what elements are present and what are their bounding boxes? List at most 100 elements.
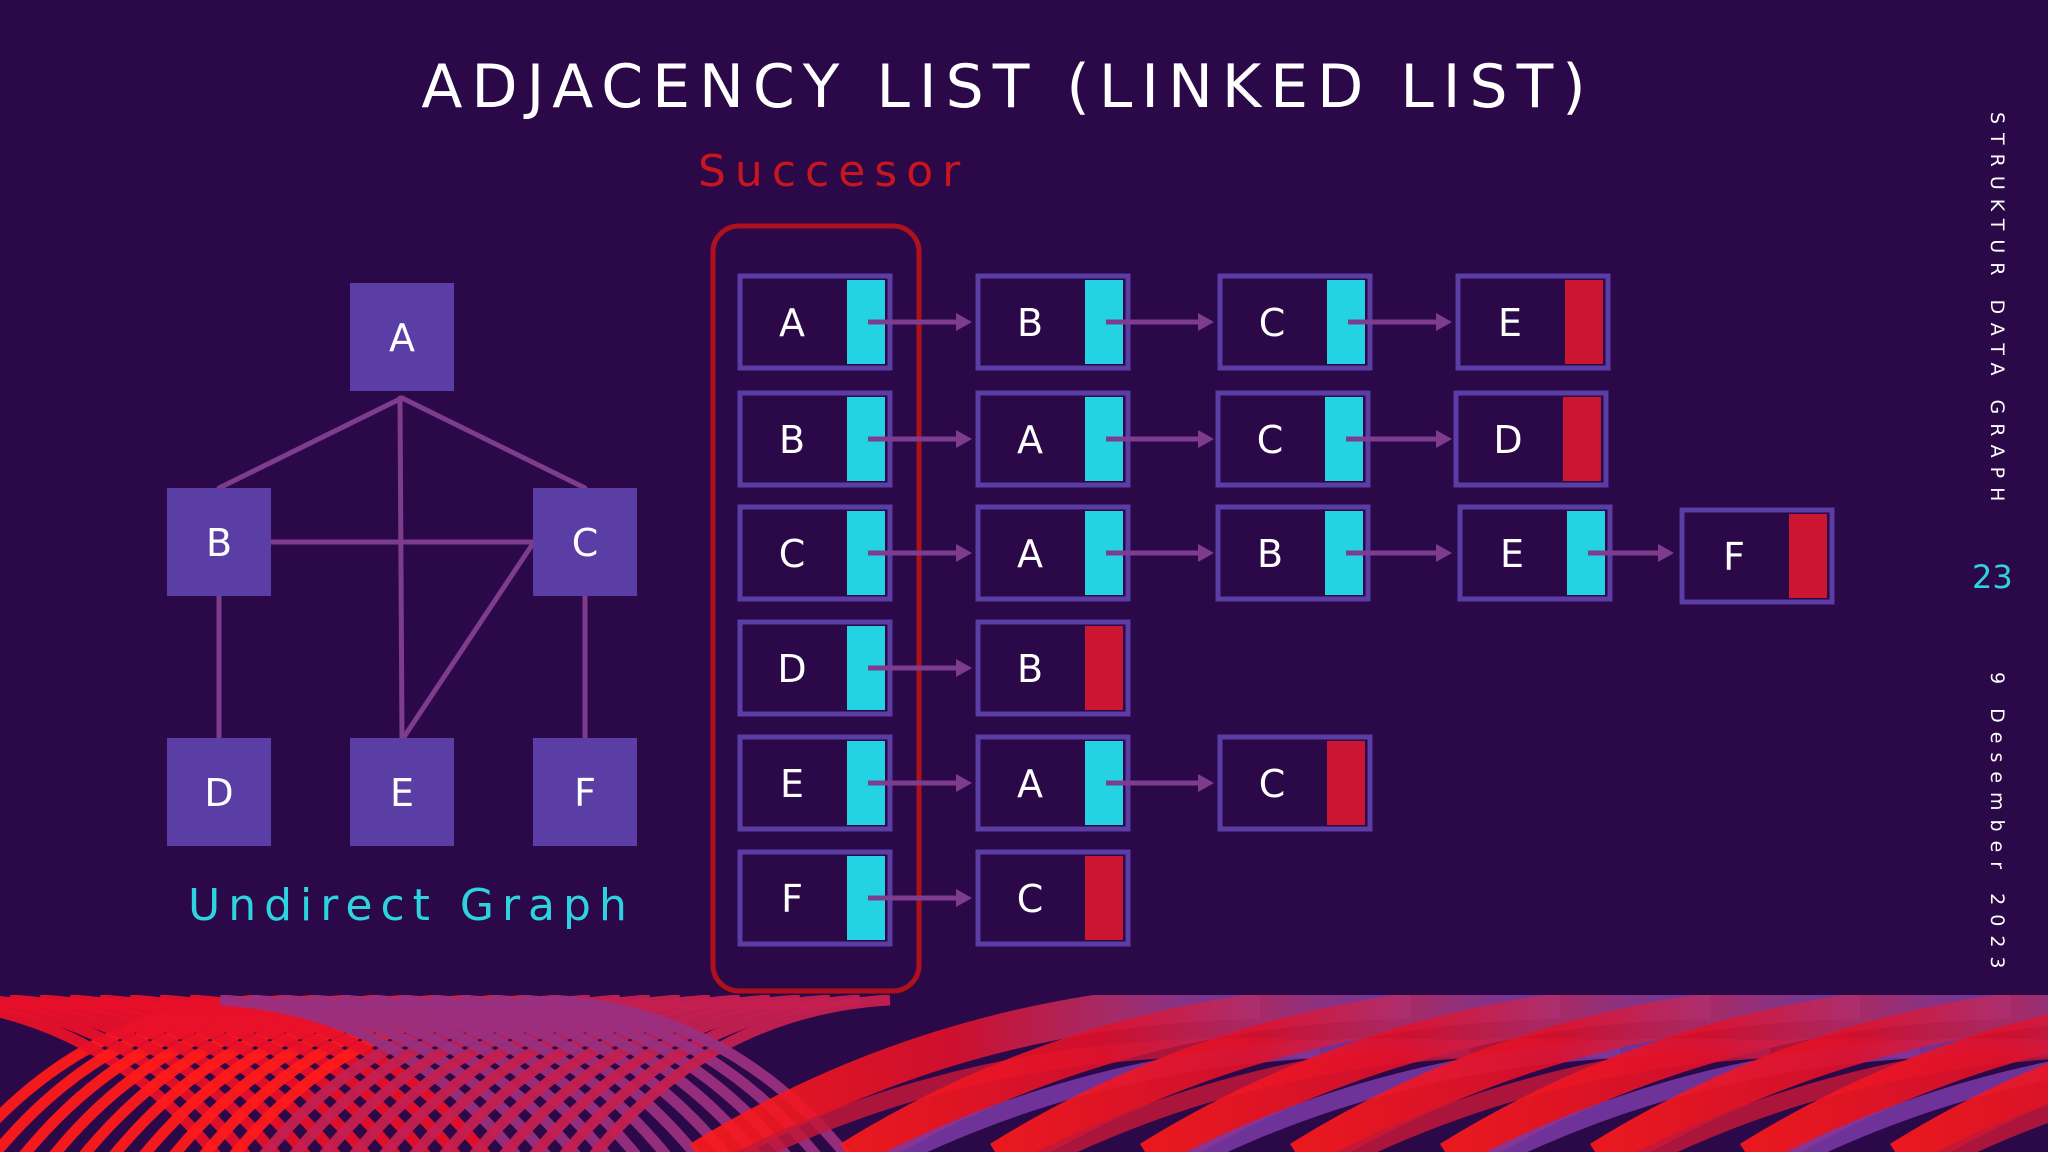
list-node-label: A	[1017, 532, 1043, 576]
list-node-label: B	[1257, 532, 1283, 576]
list-node-label: A	[1017, 418, 1043, 462]
list-arrow-head	[956, 659, 972, 677]
list-node-C-3: E	[1457, 504, 1674, 602]
ribbon-right-a-6	[1589, 995, 2048, 1152]
graph-edge-C-E	[399, 539, 537, 743]
list-node-label: B	[779, 418, 805, 462]
graph-node-B	[167, 488, 271, 596]
graph-label: Undirect Graph	[188, 880, 635, 931]
graph-node-C	[533, 488, 637, 596]
list-node-E-1: A	[975, 734, 1214, 832]
list-node-label: C	[1017, 877, 1044, 921]
list-arrow-head	[1436, 430, 1452, 448]
list-node-E-2: C	[1217, 734, 1373, 832]
list-arrow-head	[956, 430, 972, 448]
ribbon-right-a-5	[1439, 995, 2011, 1152]
list-pointer-cell	[1565, 280, 1603, 364]
list-node-C-4: F	[1679, 507, 1835, 605]
list-pointer-cell	[1085, 626, 1123, 710]
graph-edges	[216, 395, 588, 743]
ribbon-right-a-3	[1139, 995, 1711, 1152]
graph-node-label: C	[572, 521, 599, 565]
list-arrow-head	[956, 774, 972, 792]
list-arrow-head	[956, 544, 972, 562]
list-node-B-3: D	[1453, 390, 1609, 488]
list-node-label: E	[780, 762, 804, 806]
list-arrow-head	[1436, 544, 1452, 562]
list-node-label: F	[781, 877, 803, 921]
graph-node-D	[167, 738, 271, 846]
list-pointer-cell	[1563, 397, 1601, 481]
list-node-D-1: B	[975, 619, 1131, 717]
list-node-label: E	[1500, 532, 1524, 576]
list-node-label: B	[1017, 301, 1043, 345]
graph-node-E	[350, 738, 454, 846]
list-arrow-head	[1658, 544, 1674, 562]
graph-node-label: D	[204, 771, 233, 815]
list-node-B-0: B	[737, 390, 972, 488]
graph-node-label: F	[574, 771, 596, 815]
list-node-E-0: E	[737, 734, 972, 832]
ribbon-group	[0, 995, 2048, 1152]
graph-edge-A-C	[399, 395, 588, 491]
graph-node-A	[350, 283, 454, 391]
ribbon-right-a-7	[1739, 1014, 2048, 1152]
list-arrow-head	[1198, 544, 1214, 562]
list-node-C-1: A	[975, 504, 1214, 602]
list-node-label: A	[779, 301, 805, 345]
list-arrow-head	[956, 889, 972, 907]
list-node-label: C	[1259, 762, 1286, 806]
list-node-F-0: F	[737, 849, 972, 947]
list-node-A-3: E	[1455, 273, 1611, 371]
successor-label: Succesor	[698, 146, 970, 197]
list-node-F-1: C	[975, 849, 1131, 947]
ribbon-right-a-0	[689, 995, 1261, 1152]
ribbon-right-a-1	[839, 995, 1411, 1152]
graph-node-F	[533, 738, 637, 846]
ribbon-right-b-7	[1785, 1061, 2048, 1152]
side-title: STRUKTUR DATA GRAPH	[1986, 112, 2008, 511]
list-node-B-1: A	[975, 390, 1214, 488]
list-node-label: B	[1017, 647, 1043, 691]
ribbon-right-a-2	[989, 995, 1561, 1152]
list-arrow-head	[1198, 430, 1214, 448]
slide-title: ADJACENCY LIST (LINKED LIST)	[421, 52, 1595, 122]
list-node-label: C	[1257, 418, 1284, 462]
list-node-label: D	[777, 647, 806, 691]
list-node-C-0: C	[737, 504, 972, 602]
ribbon-left-b-0	[0, 1006, 221, 1152]
list-pointer-cell	[1085, 856, 1123, 940]
list-arrow-head	[1436, 313, 1452, 331]
list-arrow-head	[1198, 313, 1214, 331]
list-node-B-2: C	[1215, 390, 1452, 488]
graph-node-label: E	[390, 771, 414, 815]
ribbon-right-a-4	[1289, 995, 1861, 1152]
list-node-A-1: B	[975, 273, 1214, 371]
list-arrow-head	[956, 313, 972, 331]
graph-node-label: B	[206, 521, 232, 565]
list-pointer-cell	[1789, 514, 1827, 598]
graph-edge-A-E	[397, 395, 405, 743]
list-node-A-0: A	[737, 273, 972, 371]
side-date: 9 Desember 2023	[1986, 672, 2008, 978]
ribbon-right-a-8	[1889, 1063, 2048, 1152]
list-node-label: C	[779, 532, 806, 576]
graph-edge-A-B	[216, 395, 405, 491]
list-node-label: A	[1017, 762, 1043, 806]
list-node-A-2: C	[1217, 273, 1452, 371]
graph-nodes: A B C D E F	[167, 283, 637, 846]
ribbon-right-b-8	[1935, 1103, 2048, 1152]
list-node-label: E	[1498, 301, 1522, 345]
list-pointer-cell	[1327, 741, 1365, 825]
graph-node-label: A	[389, 316, 415, 360]
page-number: 23	[1972, 558, 2013, 596]
list-node-D-0: D	[737, 619, 972, 717]
list-arrow-head	[1198, 774, 1214, 792]
list-node-label: C	[1259, 301, 1286, 345]
ribbon-left-b-1	[0, 1000, 251, 1152]
list-node-C-2: B	[1215, 504, 1452, 602]
